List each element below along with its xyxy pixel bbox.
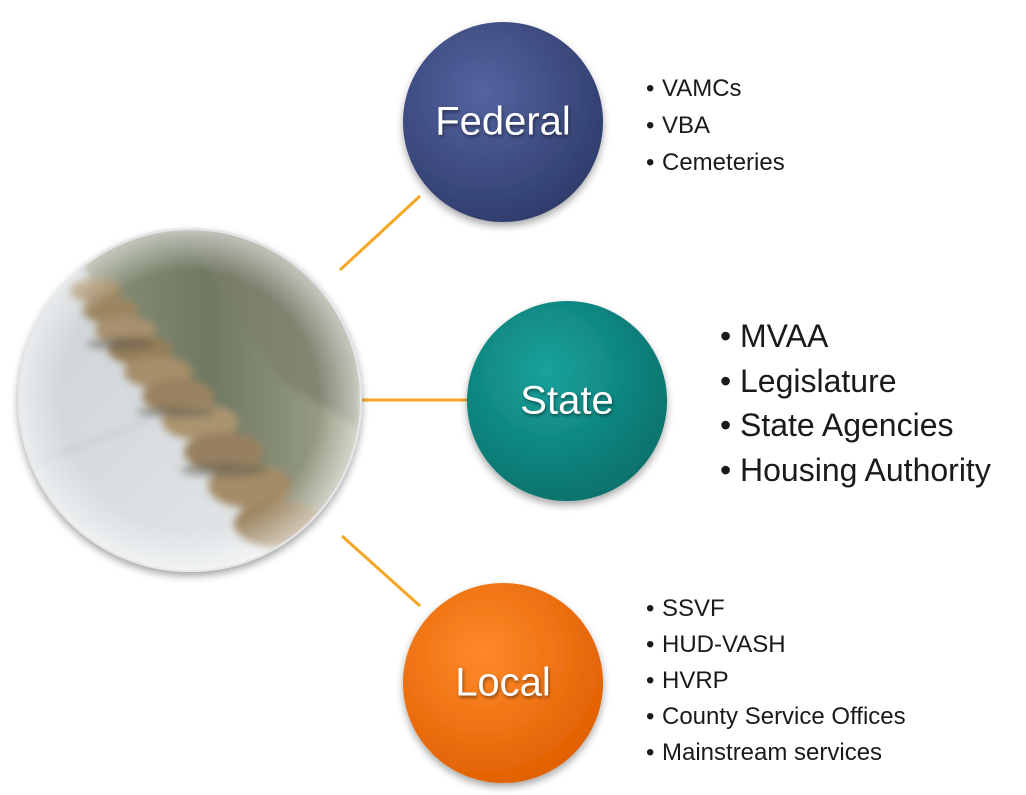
list-item: HUD-VASH	[646, 627, 906, 663]
local-list: SSVF HUD-VASH HVRP County Service Office…	[646, 591, 906, 771]
connector-local	[340, 534, 422, 608]
list-item: VAMCs	[646, 70, 785, 107]
list-item: Housing Authority	[720, 448, 991, 493]
state-node[interactable]	[467, 301, 667, 501]
list-item: Legislature	[720, 359, 991, 404]
federal-list: VAMCs VBA Cemeteries	[646, 70, 785, 181]
state-list: MVAA Legislature State Agencies Housing …	[720, 314, 991, 492]
local-node[interactable]	[403, 583, 603, 783]
connector-federal	[338, 194, 422, 272]
boots-photo	[18, 228, 362, 572]
list-item: SSVF	[646, 591, 906, 627]
list-item: Cemeteries	[646, 144, 785, 181]
list-item: Mainstream services	[646, 735, 906, 771]
local-label: Local	[455, 660, 551, 705]
list-item: MVAA	[720, 314, 991, 359]
federal-label: Federal	[435, 99, 571, 144]
list-item: VBA	[646, 107, 785, 144]
list-item: County Service Offices	[646, 699, 906, 735]
federal-node[interactable]	[403, 22, 603, 222]
list-item: HVRP	[646, 663, 906, 699]
state-label: State	[520, 378, 614, 423]
list-item: State Agencies	[720, 403, 991, 448]
